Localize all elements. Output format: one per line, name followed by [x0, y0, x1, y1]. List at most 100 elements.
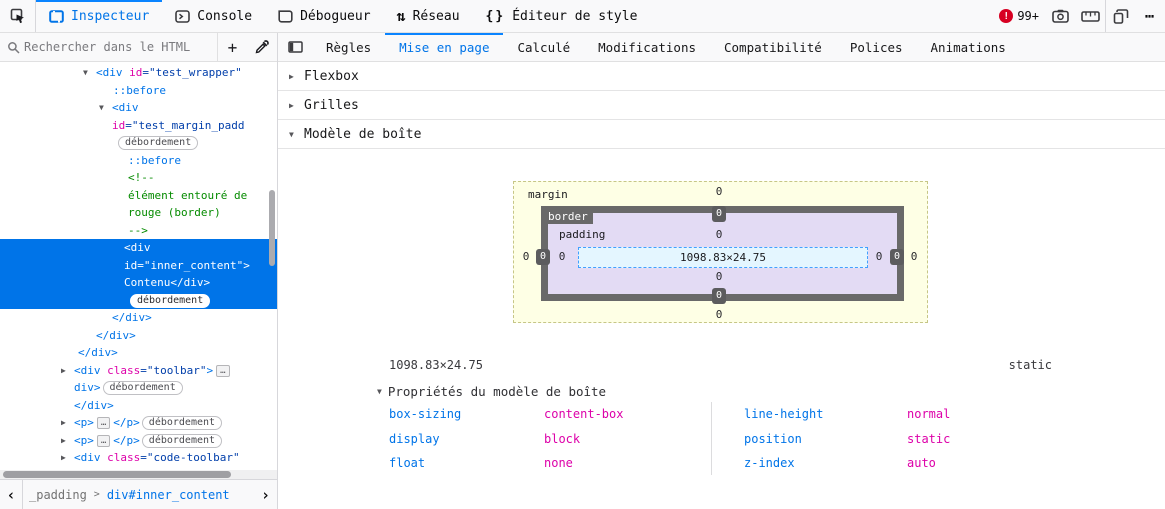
collapse-arrow-icon[interactable]: ▼	[289, 129, 294, 139]
node-picker-button[interactable]	[0, 0, 36, 32]
expand-arrow-icon[interactable]: ▶	[289, 71, 294, 81]
margin-bottom-value[interactable]: 0	[715, 308, 723, 321]
inline-ellipsis-button[interactable]: …	[96, 434, 111, 447]
overflow-badge[interactable]: débordement	[102, 381, 183, 395]
collapse-arrow-icon[interactable]: ▼	[83, 68, 88, 77]
horizontal-scrollbar-thumb[interactable]	[3, 471, 231, 478]
overflow-badge[interactable]: débordement	[118, 136, 199, 150]
error-count-button[interactable]: ! 99+	[993, 9, 1045, 23]
expand-arrow-icon[interactable]: ▶	[289, 100, 294, 110]
property-name[interactable]: position	[744, 431, 802, 446]
border-right-value[interactable]: 0	[890, 249, 904, 265]
collapse-arrow-icon[interactable]: ▼	[99, 103, 104, 112]
tab-editeur-de-style[interactable]: {} Éditeur de style	[473, 0, 651, 32]
tree-line[interactable]: ▼<div id="test_wrapper"	[0, 64, 277, 82]
tree-line[interactable]: <!--	[0, 169, 277, 187]
breadcrumb-item-parent[interactable]: _padding	[29, 487, 87, 502]
margin-left-value[interactable]: 0	[522, 250, 530, 263]
code-tag: </div>	[96, 328, 136, 342]
overflow-badge[interactable]: débordement	[141, 433, 223, 448]
screenshot-button[interactable]	[1045, 0, 1075, 32]
property-name[interactable]: box-sizing	[389, 407, 462, 422]
section-modele-de-boite[interactable]: ▼ Modèle de boîte	[278, 120, 1165, 149]
sidebar-toggle-button[interactable]	[278, 33, 312, 61]
breadcrumb-back-button[interactable]: ‹	[0, 480, 23, 509]
tree-line[interactable]: </div>	[0, 309, 277, 327]
tree-line[interactable]: ::before	[0, 152, 277, 170]
expand-arrow-icon[interactable]: ▶	[61, 365, 66, 375]
padding-left-value[interactable]: 0	[558, 250, 566, 263]
inline-ellipsis-button[interactable]: …	[96, 417, 111, 429]
tree-line[interactable]: </div>	[0, 397, 277, 415]
margin-right-value[interactable]: 0	[910, 250, 918, 263]
responsive-design-button[interactable]	[1105, 0, 1135, 32]
section-grilles[interactable]: ▶ Grilles	[278, 91, 1165, 120]
tree-line[interactable]: id="test_margin_padd	[0, 117, 277, 135]
eyedropper-button[interactable]	[247, 33, 277, 61]
devtools-main: + ▼<div id="test_wrapper"::before▼<divid…	[0, 33, 1165, 509]
tree-line[interactable]: Contenu</div>	[0, 274, 277, 292]
section-flexbox[interactable]: ▶ Flexbox	[278, 62, 1165, 91]
tab-reseau[interactable]: ⇅ Réseau	[384, 0, 473, 32]
tab-console[interactable]: Console	[162, 0, 265, 32]
border-left-value[interactable]: 0	[536, 249, 550, 265]
console-icon	[175, 9, 191, 23]
measuring-tool-button[interactable]	[1075, 0, 1105, 32]
sidebar-tab-animations[interactable]: Animations	[930, 39, 1006, 55]
tree-line[interactable]: ▶<p>…</p>débordement	[0, 432, 277, 450]
box-model-margin-region[interactable]: margin 0 border 0 padding 0 0 0 0 1098.8…	[513, 181, 928, 323]
property-name[interactable]: float	[389, 456, 426, 471]
overflow-badge[interactable]: débordement	[130, 293, 211, 308]
property-name[interactable]: line-height	[744, 407, 824, 422]
padding-bottom-value[interactable]: 0	[715, 270, 723, 283]
tree-line[interactable]: <div	[0, 239, 277, 257]
overflow-badge[interactable]: débordement	[141, 416, 223, 430]
sidebar-tab-règles[interactable]: Règles	[326, 39, 372, 55]
tree-line[interactable]: ▶<div class="toolbar">…	[0, 362, 277, 380]
box-model-content-region[interactable]: 1098.83×24.75	[578, 247, 868, 268]
tree-line[interactable]: élément entouré de	[0, 187, 277, 205]
tree-line[interactable]: ▶<p>…</p>débordement	[0, 414, 277, 432]
property-name[interactable]: z-index	[744, 456, 795, 471]
code-tag: <div	[112, 101, 139, 114]
tree-line[interactable]: div>débordement	[0, 379, 277, 397]
tree-line[interactable]: ▶<div class="code-toolbar"	[0, 449, 277, 467]
sidebar-tab-calculé[interactable]: Calculé	[517, 39, 571, 55]
border-bottom-value[interactable]: 0	[712, 288, 726, 304]
code-comment: élément entouré de	[128, 188, 248, 202]
tree-line[interactable]: rouge (border)	[0, 204, 277, 222]
search-input[interactable]	[24, 40, 217, 54]
box-model-properties-header[interactable]: ▼ Propriétés du modèle de boîte	[377, 384, 606, 399]
tree-line[interactable]: id="inner_content">	[0, 256, 277, 274]
border-top-value[interactable]: 0	[712, 206, 726, 222]
tab-inspecteur[interactable]: Inspecteur	[36, 0, 163, 32]
tree-line[interactable]: débordement	[0, 134, 277, 152]
expand-arrow-icon[interactable]: ▶	[61, 418, 66, 427]
tree-line[interactable]: -->	[0, 222, 277, 240]
padding-top-value[interactable]: 0	[715, 228, 723, 241]
breadcrumb-item-current[interactable]: div#inner_content	[106, 487, 230, 502]
property-name[interactable]: display	[389, 431, 440, 446]
tree-line[interactable]: </div>	[0, 327, 277, 345]
horizontal-scrollbar[interactable]	[0, 470, 277, 479]
expand-arrow-icon[interactable]: ▶	[61, 453, 66, 462]
tree-line[interactable]: ::before	[0, 82, 277, 100]
sidebar-tab-polices[interactable]: Polices	[849, 39, 903, 55]
tree-line[interactable]: débordement	[0, 291, 277, 309]
sidebar-tab-modifications[interactable]: Modifications	[598, 39, 696, 55]
tree-line[interactable]: ▼ <div	[0, 99, 277, 117]
add-node-button[interactable]: +	[217, 33, 247, 61]
inline-ellipsis-button[interactable]: …	[216, 364, 230, 377]
devtools-menu-button[interactable]: ⋯	[1135, 0, 1165, 32]
breadcrumb-forward-button[interactable]: ›	[254, 480, 277, 509]
expand-arrow-icon[interactable]: ▶	[61, 435, 66, 445]
tree-line[interactable]: </div>	[0, 344, 277, 362]
padding-right-value[interactable]: 0	[875, 250, 883, 263]
vertical-scrollbar[interactable]	[269, 190, 275, 266]
tab-debogueur[interactable]: Débogueur	[265, 0, 383, 32]
sidebar-tab-compatibilité[interactable]: Compatibilité	[724, 39, 822, 55]
sidebar-tab-mise-en-page[interactable]: Mise en page	[385, 33, 504, 61]
margin-top-value[interactable]: 0	[715, 185, 723, 198]
